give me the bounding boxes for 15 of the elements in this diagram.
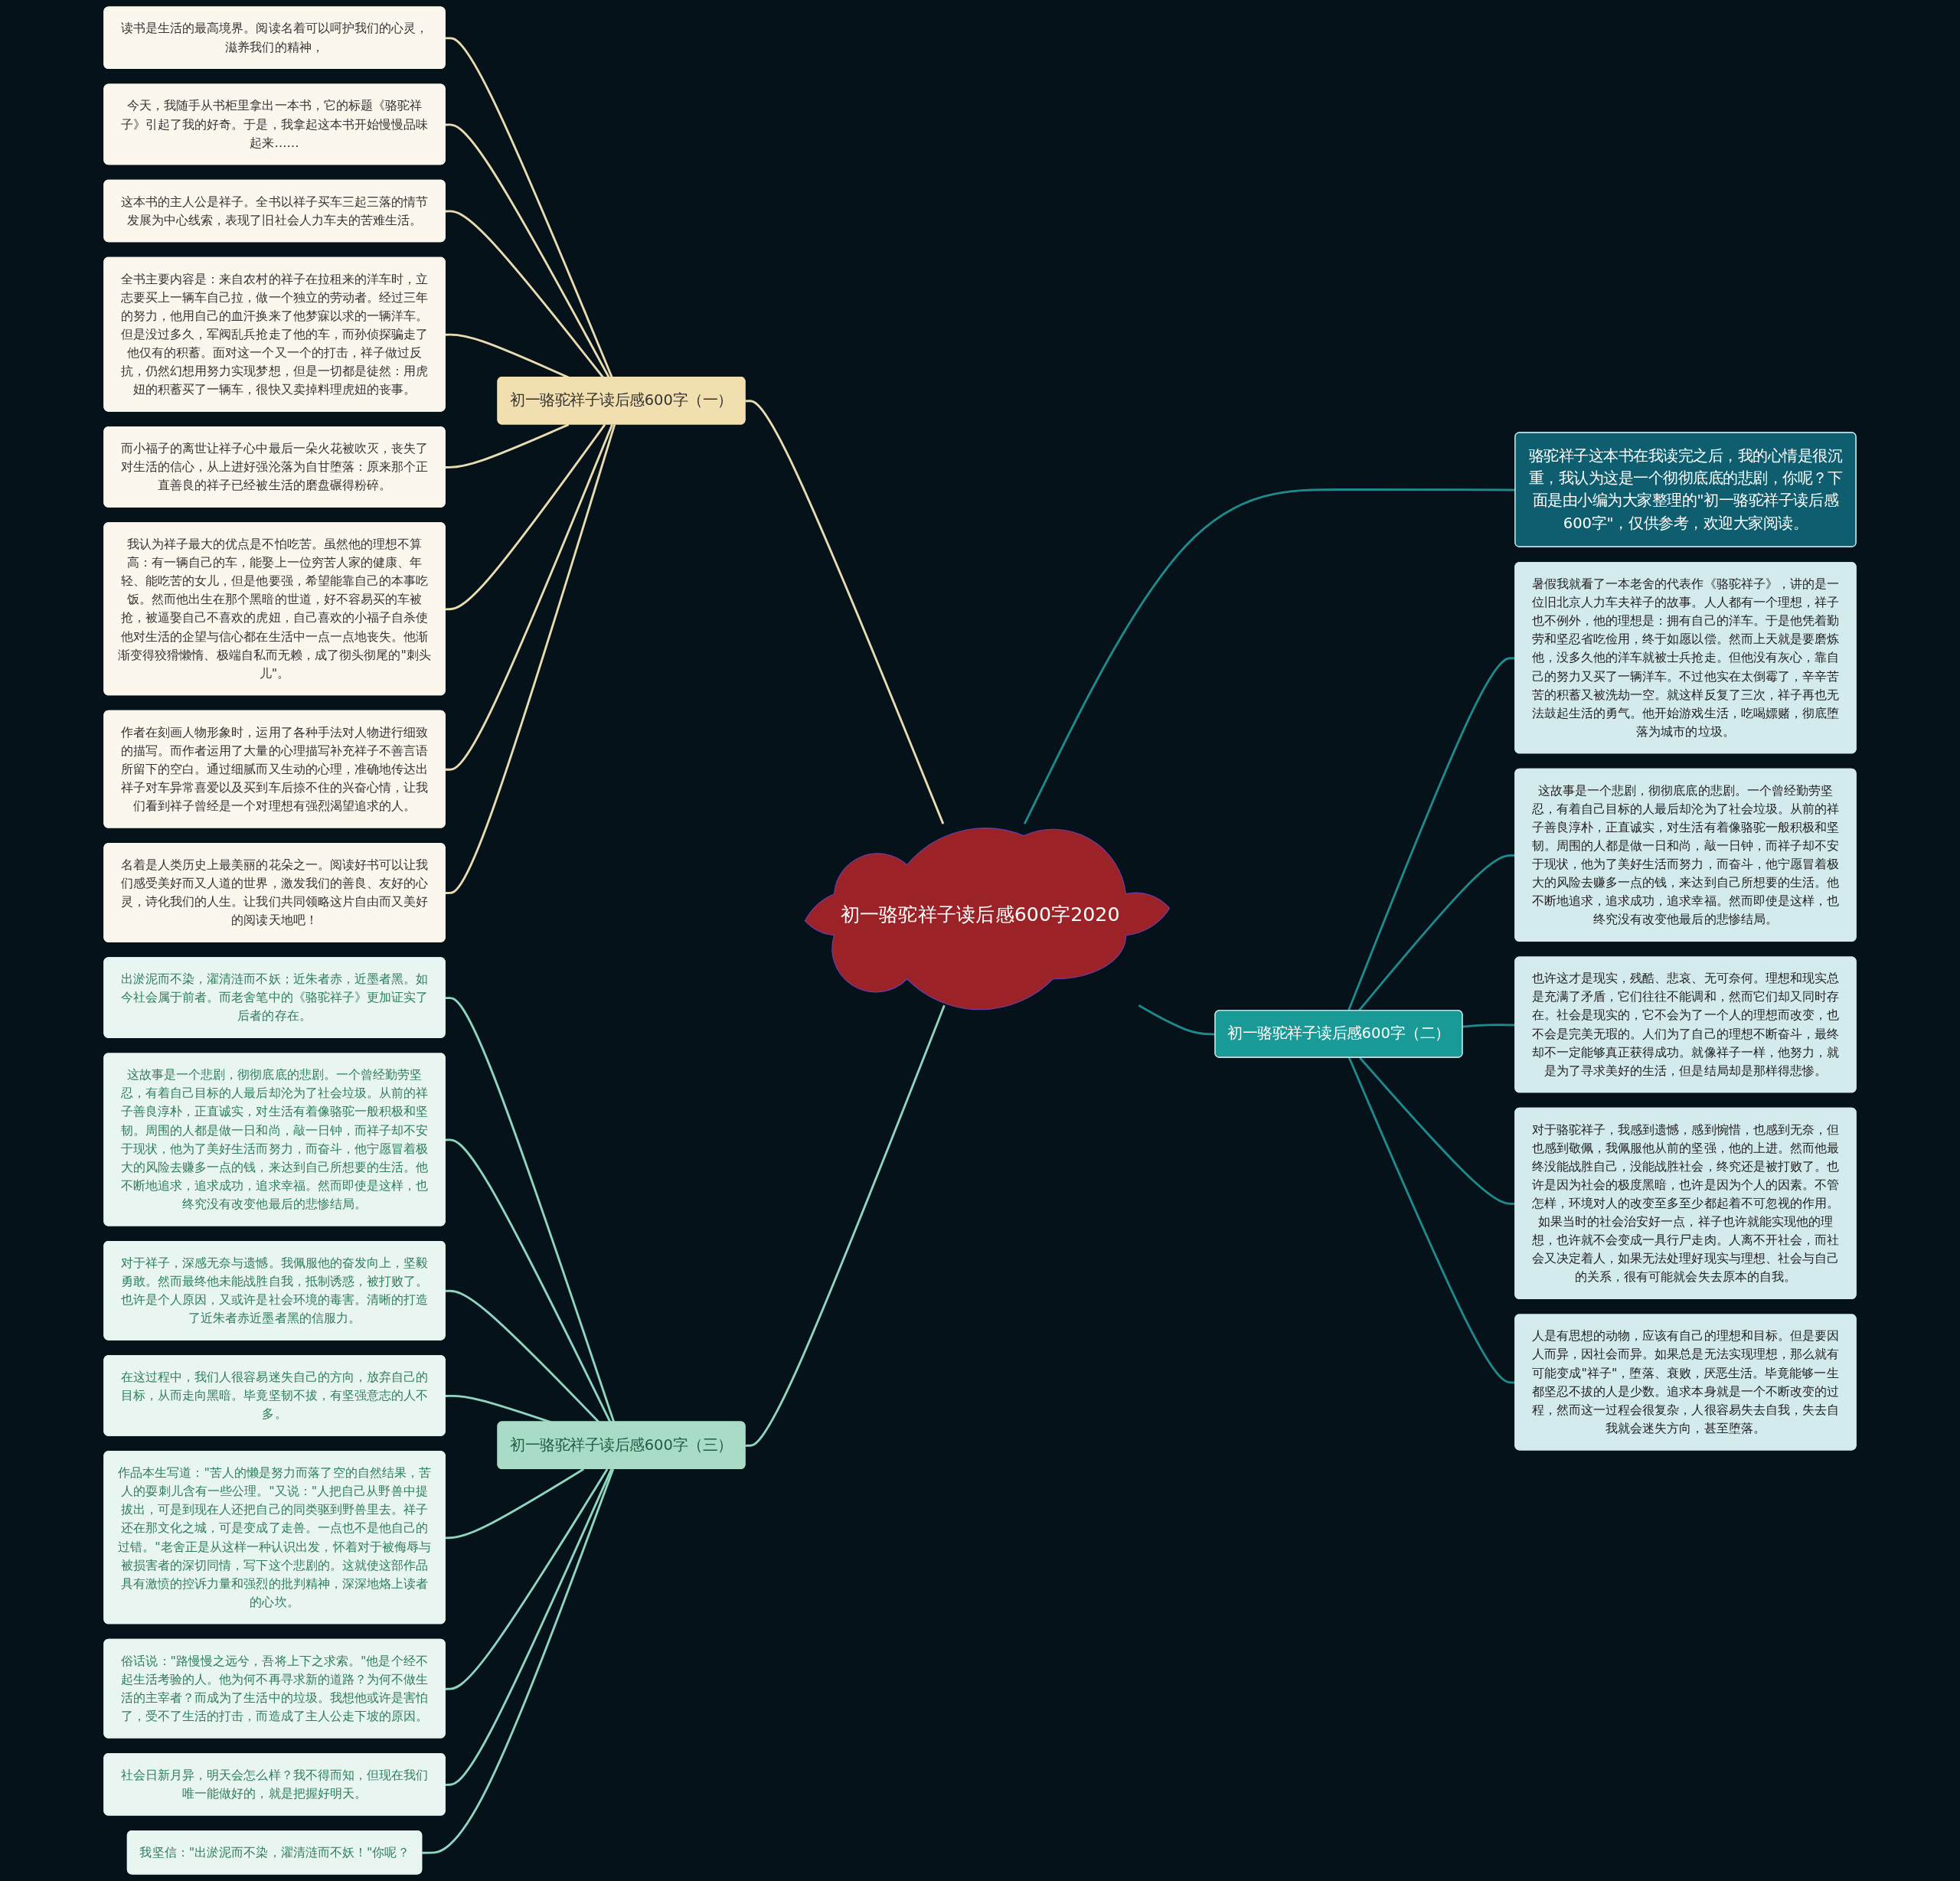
connector: [445, 1289, 600, 1423]
connector: [445, 37, 613, 378]
connector: [445, 1468, 609, 1690]
connector: [745, 400, 945, 825]
connector: [445, 123, 610, 378]
connector: [445, 423, 606, 611]
connector: [422, 1468, 615, 1854]
connector: [445, 1138, 612, 1423]
connector: [445, 1468, 612, 1786]
connector: [445, 997, 616, 1423]
connector: [445, 424, 613, 771]
connector: [445, 1468, 584, 1540]
connector: [445, 423, 570, 469]
connector: [745, 1004, 946, 1447]
connector: [445, 424, 616, 894]
